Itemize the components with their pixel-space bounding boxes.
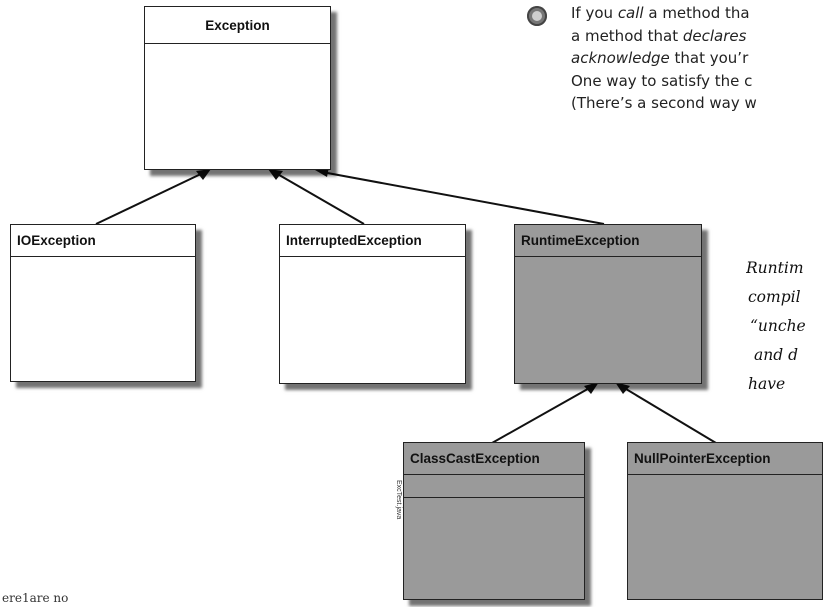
note-line-4: and d: [754, 346, 798, 364]
arrow-nullpointerexception-to-runtimeexception: [620, 385, 717, 444]
class-box-ioexception: IOException: [10, 224, 196, 382]
paragraph-line-5: (There’s a second way w: [571, 94, 757, 112]
class-name-interruptedexception: InterruptedException: [280, 225, 465, 257]
vertical-file-label: ExcTest.java: [395, 480, 402, 520]
arrowhead-exception-2: [268, 169, 283, 180]
arrow-classcastexception-to-runtimeexception: [491, 385, 594, 444]
class-name-classcastexception: ClassCastException: [404, 443, 584, 475]
class-name-exception: Exception: [145, 7, 330, 44]
arrow-runtimeexception-to-exception: [321, 171, 605, 225]
arrow-ioexception-to-exception: [95, 171, 206, 225]
class-box-nullpointerexception: NullPointerException: [627, 442, 823, 600]
class-box-runtimeexception: RuntimeException: [514, 224, 702, 384]
arrowhead-runtimeexception-1: [584, 382, 599, 394]
class-separator: [404, 497, 584, 498]
handwritten-side-note: Runtim compil “unche and d have: [746, 254, 823, 399]
paragraph-line-4: One way to satisfy the c: [571, 71, 753, 90]
paragraph-line-1: If you call a method tha: [571, 4, 750, 22]
note-line-2: compil: [748, 288, 801, 306]
class-box-interruptedexception: InterruptedException: [279, 224, 466, 384]
paragraph-line-2: a method that declares: [571, 26, 747, 45]
arrowhead-runtimeexception-2: [615, 382, 630, 394]
note-line-3: “unche: [750, 317, 806, 335]
explanation-paragraph: If you call a method tha a method that d…: [571, 2, 823, 115]
corner-fragment-text: ere1are no: [2, 591, 69, 605]
note-line-1: Runtim: [746, 259, 804, 277]
class-name-runtimeexception: RuntimeException: [515, 225, 701, 257]
class-name-nullpointerexception: NullPointerException: [628, 443, 822, 475]
arrowhead-exception-1: [196, 169, 211, 180]
class-name-ioexception: IOException: [11, 225, 195, 257]
class-box-classcastexception: ClassCastException: [403, 442, 585, 600]
note-line-5: have: [748, 375, 786, 393]
class-box-exception: Exception: [144, 6, 331, 170]
bullet-icon: [527, 6, 547, 26]
paragraph-line-3: acknowledge that you’r: [571, 49, 749, 67]
arrow-interruptedexception-to-exception: [273, 171, 365, 225]
